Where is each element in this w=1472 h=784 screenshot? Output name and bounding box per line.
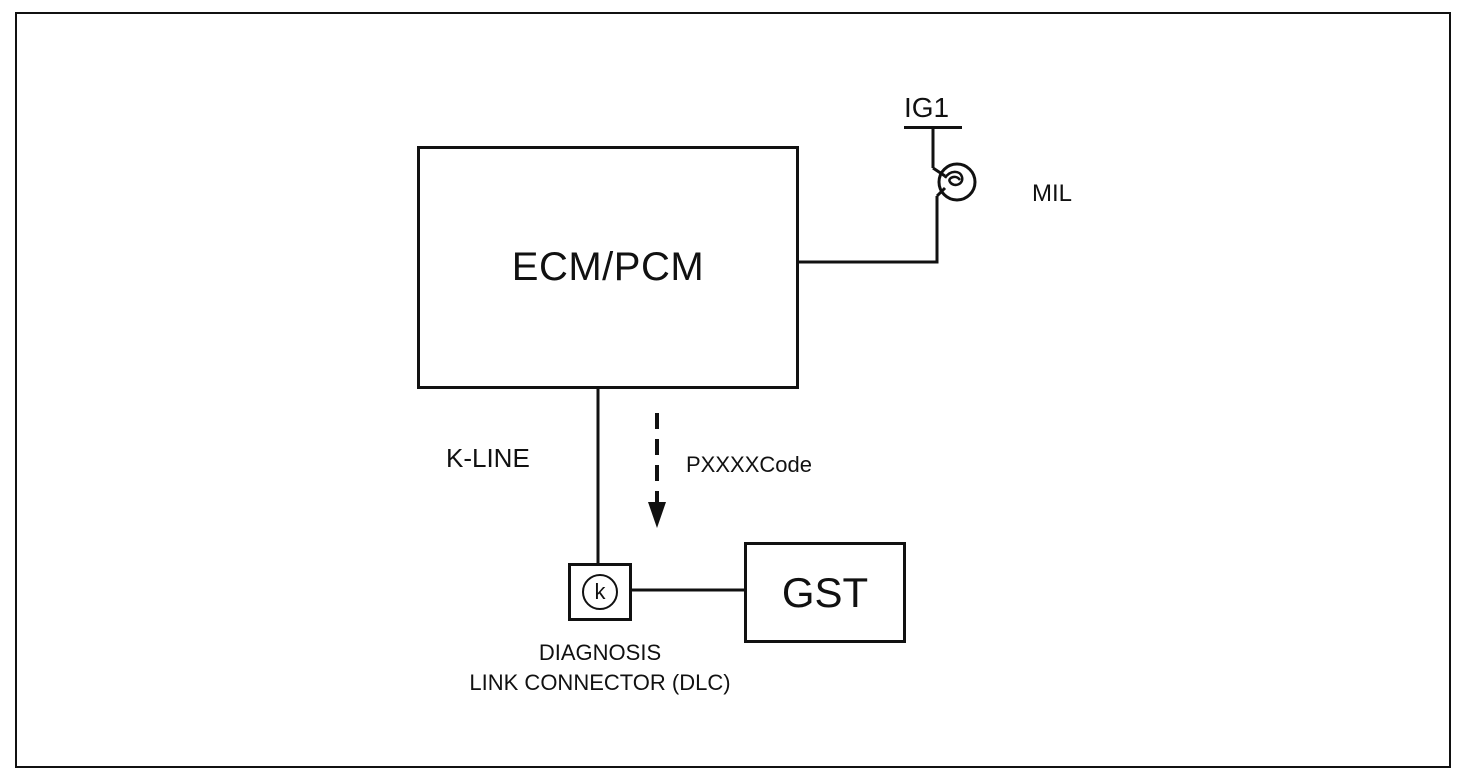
k-terminal-icon: k	[582, 574, 618, 610]
diagram-frame	[15, 12, 1451, 768]
ecm-pcm-box: ECM/PCM	[417, 146, 799, 389]
dlc-caption-line1: DIAGNOSIS	[538, 640, 662, 665]
code-label: PXXXXCode	[686, 452, 812, 477]
arrow-down-icon	[648, 502, 666, 528]
dlc-caption: DIAGNOSIS LINK CONNECTOR (DLC)	[430, 638, 770, 698]
ig1-label: IG1	[904, 92, 950, 123]
kline-label: K-LINE	[446, 443, 530, 473]
gst-box: GST	[744, 542, 906, 643]
lamp-icon	[932, 162, 977, 202]
ig1-underline	[904, 126, 962, 129]
k-terminal-label: k	[594, 579, 606, 604]
ecm-pcm-label: ECM/PCM	[511, 245, 705, 289]
gst-label: GST	[781, 568, 869, 616]
dlc-connector-box: k	[568, 563, 632, 621]
dlc-caption-line2: LINK CONNECTOR (DLC)	[469, 670, 731, 695]
mil-wire	[799, 196, 939, 264]
mil-label: MIL	[1032, 180, 1073, 207]
